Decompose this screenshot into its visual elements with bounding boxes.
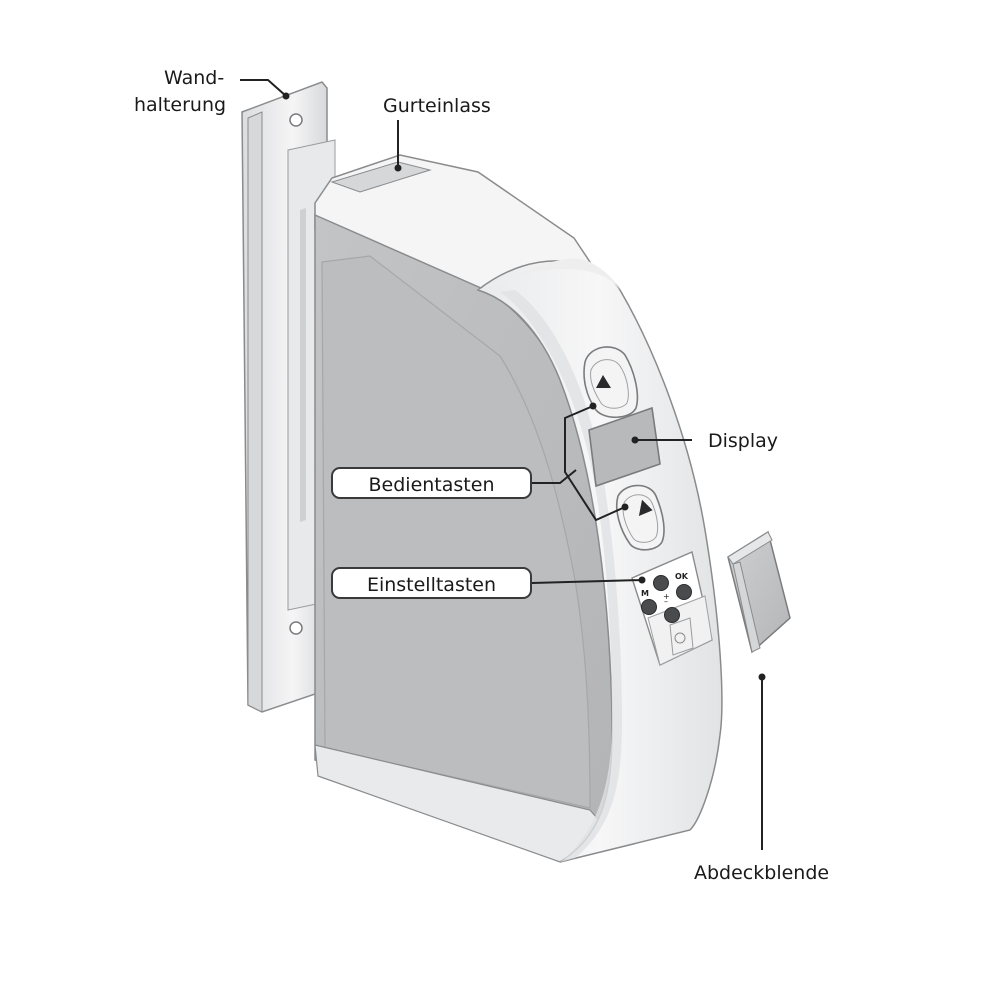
ok-mark: OK	[675, 572, 689, 581]
arrow-down-icon	[638, 499, 653, 516]
minus-mark: –	[664, 597, 668, 606]
label-belt-inlet: Gurteinlass	[383, 95, 491, 117]
plus-mark: +	[663, 592, 670, 601]
leader-wall-bracket	[240, 79, 287, 97]
cover-panel	[727, 530, 791, 654]
leader-control-buttons	[532, 469, 577, 484]
label-cover-panel: Abdeckblende	[694, 862, 830, 884]
arrow-up-icon	[596, 375, 611, 388]
display-screen	[588, 406, 661, 488]
control-panel: OK M + –	[583, 346, 713, 666]
motor-housing	[314, 154, 723, 863]
m-mark: M	[641, 589, 649, 598]
label-wall-bracket-line2: halterung	[134, 94, 227, 116]
label-control-buttons: Bedientasten	[331, 467, 532, 499]
label-display: Display	[708, 430, 779, 452]
label-wall-bracket-line1: Wand-	[164, 67, 225, 89]
leader-setting-buttons	[531, 579, 643, 584]
leader-control-buttons-bracket	[564, 405, 626, 522]
leader-dots	[282, 92, 766, 681]
leader-lines	[240, 79, 763, 850]
label-setting-buttons: Einstelltasten	[331, 567, 532, 599]
